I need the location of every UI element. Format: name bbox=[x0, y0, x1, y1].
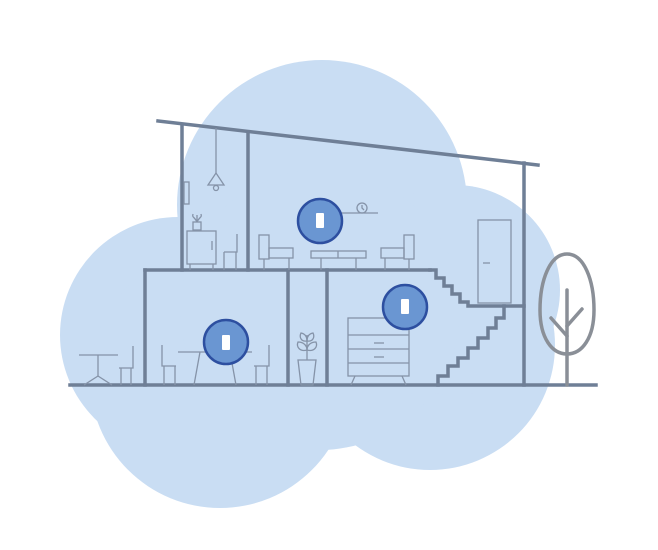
node-device bbox=[222, 335, 230, 350]
wall-switch bbox=[183, 181, 190, 205]
wall-clock-icon bbox=[356, 202, 368, 214]
small-plant-icon bbox=[192, 213, 202, 231]
patio-table bbox=[79, 354, 118, 386]
kitchen-cabinet bbox=[186, 230, 217, 270]
door-icon bbox=[477, 219, 512, 304]
staircase bbox=[428, 268, 526, 308]
coffee-table bbox=[310, 250, 367, 270]
dining-chair-right bbox=[254, 345, 270, 385]
node-device bbox=[401, 299, 409, 314]
dresser bbox=[347, 317, 410, 386]
kitchen-chair bbox=[223, 234, 238, 270]
wifi-mesh-node-icon[interactable] bbox=[296, 197, 344, 245]
coverage-blob-center bbox=[180, 170, 460, 450]
patio-chair bbox=[119, 346, 134, 385]
wifi-coverage-area bbox=[60, 60, 560, 508]
potted-plant-icon bbox=[296, 332, 318, 386]
furniture bbox=[79, 128, 512, 386]
pendant-lamp-icon bbox=[206, 128, 226, 192]
staircase-lower bbox=[436, 304, 506, 387]
wifi-mesh-node-icon[interactable] bbox=[381, 283, 429, 331]
house-structure bbox=[68, 119, 598, 387]
tree-icon bbox=[538, 252, 596, 387]
roof-line bbox=[156, 119, 540, 167]
dining-chair-left bbox=[161, 345, 176, 385]
wifi-mesh-node-icon[interactable] bbox=[202, 318, 250, 366]
mesh-nodes bbox=[202, 197, 429, 366]
armchair-right bbox=[380, 234, 415, 270]
armchair-left bbox=[258, 234, 294, 270]
node-device bbox=[316, 213, 324, 228]
